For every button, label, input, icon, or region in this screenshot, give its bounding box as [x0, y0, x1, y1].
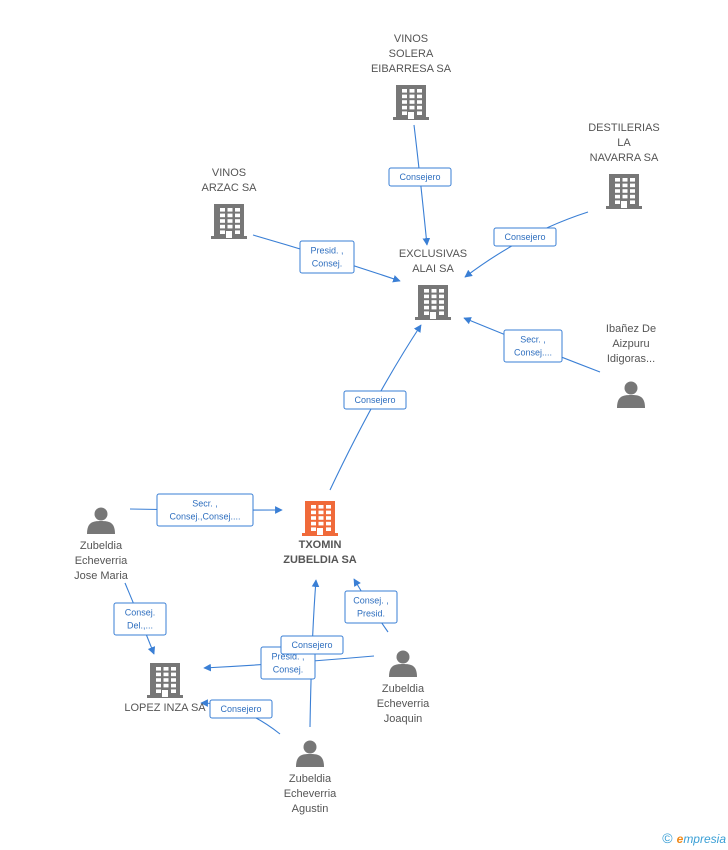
node-label: LOPEZ INZA SA — [124, 702, 206, 714]
node-label: ARZAC SA — [201, 182, 257, 194]
edge-label-text: Secr. , — [192, 499, 218, 509]
brand-logo-e: e — [676, 832, 684, 846]
edge-label-text: Consej. — [312, 259, 343, 269]
node-label: VINOS — [394, 33, 428, 45]
footer-brand: ©empresia — [662, 830, 726, 846]
node-exclusivas[interactable]: EXCLUSIVAS ALAI SA — [399, 248, 467, 320]
edge-label-text: Consej. — [125, 608, 156, 618]
node-label: Agustin — [292, 803, 329, 815]
node-lopez_inza[interactable]: LOPEZ INZA SA — [124, 663, 206, 714]
edge-label-joaquin-to-txomin[interactable]: Consej. , Presid. — [344, 590, 398, 624]
edge-label-vinos_solera-to-exclusivas[interactable]: Consejero — [388, 167, 452, 187]
edge-label-text: Presid. , — [271, 652, 304, 662]
building-icon — [302, 501, 338, 536]
edge-label-agustin-to-lopez_inza[interactable]: Consejero — [209, 699, 273, 719]
edge-label-text: Presid. , — [310, 246, 343, 256]
node-label: ZUBELDIA SA — [283, 554, 357, 566]
edge-label-text: Consej. , — [353, 596, 389, 606]
edge-label-text: Consejero — [399, 172, 440, 182]
node-label: Ibañez De — [606, 323, 656, 335]
edge-label-vinos_arzac-to-exclusivas[interactable]: Presid. , Consej. — [299, 240, 355, 274]
edge-label-text: Del.,... — [127, 621, 153, 631]
edge-label-text: Consejero — [291, 640, 332, 650]
edge-label-text: Consejero — [220, 704, 261, 714]
node-label: Echeverria — [284, 788, 337, 800]
node-label: EIBARRESA SA — [371, 63, 452, 75]
edge-label-text: Consejero — [504, 232, 545, 242]
node-vinos_solera[interactable]: VINOS SOLERA EIBARRESA SA — [371, 33, 452, 120]
node-label: Aizpuru — [612, 338, 649, 350]
node-label: Joaquin — [384, 713, 423, 725]
brand-logo-text: mpresia — [683, 832, 726, 846]
node-txomin[interactable]: TXOMIN ZUBELDIA SA — [283, 501, 357, 566]
node-label: DESTILERIAS — [588, 122, 660, 134]
building-icon — [606, 174, 642, 209]
edge-label-agustin-to-txomin[interactable]: Consejero — [280, 635, 344, 655]
node-label: LA — [617, 137, 631, 149]
edge-label-ibanez-to-exclusivas[interactable]: Secr. , Consej.... — [503, 329, 563, 363]
node-label: Zubeldia — [382, 683, 425, 695]
person-icon — [87, 507, 115, 534]
edge-label-text: Presid. — [357, 609, 385, 619]
node-label: Zubeldia — [289, 773, 332, 785]
node-label: EXCLUSIVAS — [399, 248, 467, 260]
edge-label-jose_maria-to-lopez_inza[interactable]: Consej. Del.,... — [113, 602, 167, 636]
person-icon — [389, 650, 417, 677]
building-icon — [147, 663, 183, 698]
edge-label-text: Consej. — [273, 665, 304, 675]
edge-label-text: Consej.... — [514, 348, 552, 358]
building-icon — [393, 85, 429, 120]
node-label: TXOMIN — [299, 539, 342, 551]
node-label: Echeverria — [377, 698, 430, 710]
node-label: VINOS — [212, 167, 246, 179]
node-vinos_arzac[interactable]: VINOS ARZAC SA — [201, 167, 257, 239]
edge-label-text: Consej.,Consej.... — [169, 512, 240, 522]
node-label: ALAI SA — [412, 263, 454, 275]
copyright-icon: © — [662, 830, 673, 846]
node-ibanez[interactable]: Ibañez De AizpuruIdigoras... — [606, 323, 656, 408]
edge-label-txomin-to-exclusivas[interactable]: Consejero — [343, 390, 407, 410]
edge-label-text: Secr. , — [520, 335, 546, 345]
node-destilerias[interactable]: DESTILERIAS LA NAVARRA SA — [588, 122, 660, 209]
person-icon — [296, 740, 324, 767]
edge-label-destilerias-to-exclusivas[interactable]: Consejero — [493, 227, 557, 247]
edge-label-text: Consejero — [354, 395, 395, 405]
building-icon — [415, 285, 451, 320]
node-label: Echeverria — [75, 555, 128, 567]
node-label: NAVARRA SA — [590, 152, 659, 164]
node-label: SOLERA — [389, 48, 434, 60]
building-icon — [211, 204, 247, 239]
node-label: Idigoras... — [607, 353, 655, 365]
node-label: Jose Maria — [74, 570, 129, 582]
edge-label-jose_maria-to-txomin[interactable]: Secr. , Consej.,Consej.... — [156, 493, 254, 527]
node-label: Zubeldia — [80, 540, 123, 552]
person-icon — [617, 381, 645, 408]
